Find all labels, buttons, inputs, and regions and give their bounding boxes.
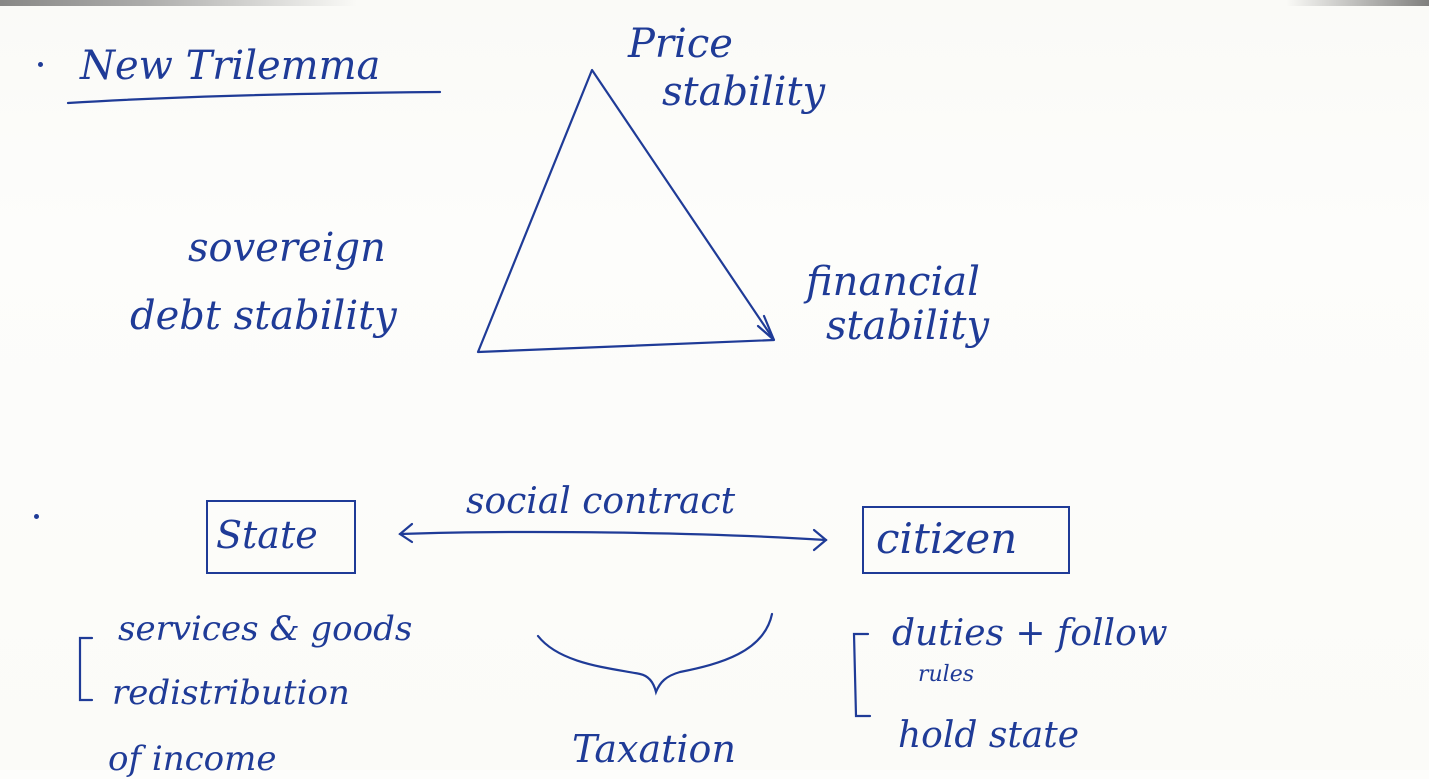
taxation-brace — [536, 612, 774, 696]
state-list-item-1: services & goods — [118, 609, 413, 649]
citizen-box: citizen — [862, 506, 1070, 574]
arrow-left-head — [398, 522, 414, 544]
triangle-arrowhead — [756, 314, 776, 341]
bullet-point-2 — [34, 514, 39, 519]
citizen-list-item-1: duties + follow — [892, 613, 1168, 654]
vertex-right-label-line2: stability — [826, 303, 990, 349]
vertex-left-label-line2: debt stability — [130, 293, 397, 339]
vertex-right-label-line1: financial — [806, 259, 980, 305]
citizen-list-item-1-sub: rules — [918, 662, 975, 687]
state-box-label: State — [216, 513, 318, 557]
page-edge-shadow — [0, 0, 1429, 6]
left-list-bracket — [78, 636, 94, 702]
vertex-left-label-line1: sovereign — [188, 225, 386, 271]
state-list-item-3: of income — [108, 739, 277, 779]
vertex-top-label-line2: stability — [662, 69, 826, 115]
vertex-top-label-line1: Price — [628, 21, 733, 67]
social-contract-label: social contract — [466, 481, 736, 522]
trilemma-triangle — [476, 68, 776, 354]
state-box: State — [206, 500, 356, 574]
taxation-label: Taxation — [572, 727, 736, 771]
bullet-point-1 — [38, 62, 43, 67]
state-list-item-2: redistribution — [112, 673, 350, 713]
social-contract-arrow — [398, 530, 828, 542]
citizen-box-label: citizen — [876, 514, 1018, 563]
right-list-bracket — [852, 632, 872, 718]
citizen-list-item-2: hold state — [898, 715, 1080, 756]
title-underline — [66, 90, 442, 105]
section-title: New Trilemma — [80, 43, 381, 89]
arrow-right-head — [812, 528, 828, 552]
